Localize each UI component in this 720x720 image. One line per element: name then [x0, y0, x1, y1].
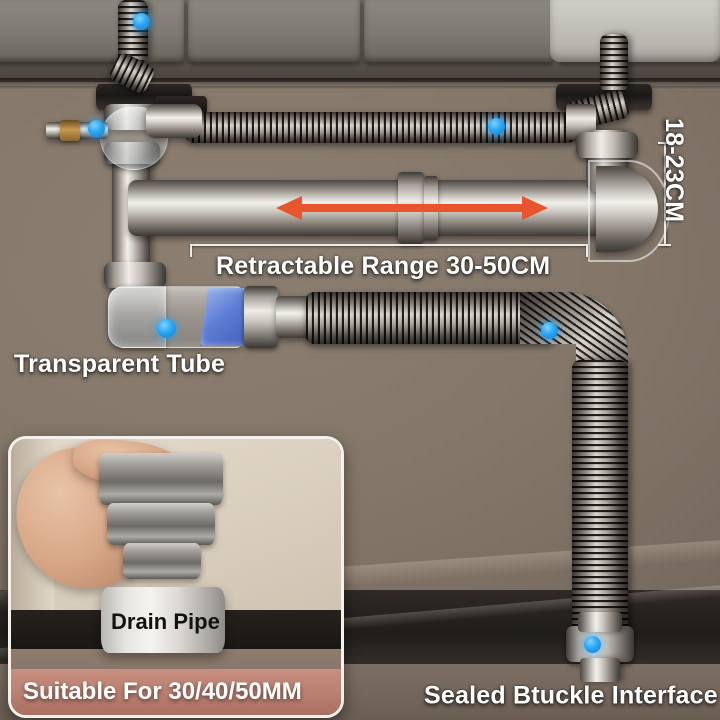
- lower-flex-hose-vertical: [572, 360, 628, 638]
- cabinet-panel-right: [364, 0, 554, 62]
- upper-flex-hose: [186, 112, 576, 143]
- sealed-buckle-label: Sealed Btuckle Interface: [424, 681, 718, 710]
- height-range-bracket: [658, 142, 671, 246]
- adapter-demo-inset: Drain Pipe Suitable For 30/40/50MM: [8, 436, 344, 718]
- coupling-outlet-stub: [580, 658, 620, 682]
- retractable-range-bracket: [190, 244, 588, 257]
- u-bend-highlight-ring: [588, 160, 670, 262]
- drain-pipe-caption: Drain Pipe: [111, 609, 220, 634]
- coupling-neck: [578, 612, 622, 632]
- blue-accent-dot: [541, 322, 558, 339]
- adapter-top-ring: [99, 453, 223, 505]
- tube-union-nut: [244, 286, 278, 348]
- retract-direction-arrow: [276, 196, 548, 220]
- blue-accent-dot: [157, 319, 176, 338]
- inset-banner-text: Suitable For 30/40/50MM: [23, 678, 302, 705]
- cabinet-underside-shadow: [0, 78, 720, 87]
- inset-banner: Suitable For 30/40/50MM: [11, 669, 341, 715]
- cabinet-panel-left: [0, 0, 184, 62]
- blue-accent-dot: [133, 13, 150, 30]
- blue-accent-dot: [488, 118, 505, 135]
- lower-flex-hose-horizontal: [306, 292, 556, 344]
- upper-hose-riser-left: [118, 0, 148, 62]
- height-range-label: 18-23CM: [660, 118, 688, 223]
- wall-seam: [0, 86, 720, 89]
- adapter-middle-ring: [107, 503, 215, 545]
- blue-accent-dot: [88, 120, 105, 137]
- retractable-range-label: Retractable Range 30-50CM: [216, 252, 551, 280]
- blue-valve-wedge: [200, 288, 252, 346]
- adapter-bottom-ring: [123, 543, 201, 579]
- transparent-tube-label: Transparent Tube: [14, 350, 226, 378]
- upper-hose-riser-right: [600, 34, 628, 92]
- brass-fitting: [60, 120, 80, 141]
- blue-accent-dot: [584, 636, 601, 653]
- appliance-box: [550, 0, 720, 62]
- left-tee-branch: [146, 104, 202, 138]
- cabinet-panel-mid: [188, 0, 360, 62]
- transparent-tube-elbow: [108, 286, 166, 348]
- right-swivel-nut: [576, 132, 638, 158]
- drain-pipe-cylinder: [101, 587, 225, 653]
- transparent-tube-nut: [104, 262, 166, 288]
